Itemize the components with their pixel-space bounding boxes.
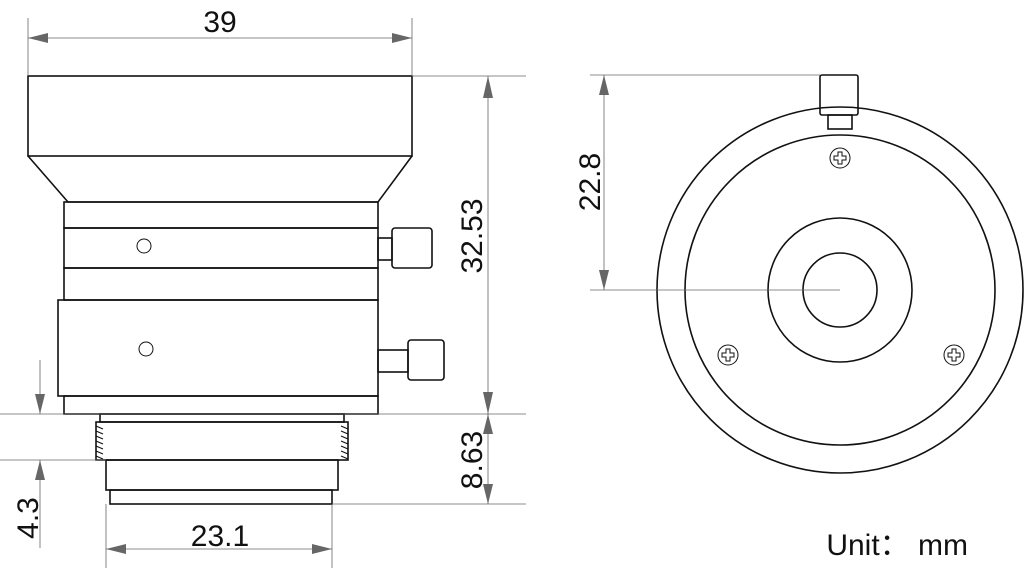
mount-length-dimension-label: 8.63 [456, 431, 489, 489]
side-dimensions: 39 32.53 8.63 4.3 23.1 [0, 6, 526, 568]
thread-tick [340, 450, 349, 455]
thread-tick [95, 430, 104, 435]
focus-lock-screw-stem [377, 237, 393, 261]
thread-tick [95, 435, 104, 440]
thread-tick [95, 450, 104, 455]
phillips-screw-icon [943, 344, 965, 366]
unit-label: Unit： mm [826, 529, 968, 562]
thread-tick [95, 455, 104, 460]
focus-ring [63, 201, 379, 229]
focus-lock-screw [391, 227, 433, 269]
mount-neck [99, 413, 345, 423]
back-focus-dimension-label: 4.3 [12, 497, 45, 539]
iris-lock-screw-stem [377, 349, 409, 373]
thread-tick [340, 445, 349, 450]
mount-rear [109, 489, 333, 505]
thread-tick [95, 440, 104, 445]
iris-ring [57, 299, 379, 397]
front-view [656, 74, 1024, 474]
phillips-screw-icon [829, 147, 851, 169]
thread-tick [95, 445, 104, 450]
offset-dimension-label: 22.8 [574, 153, 607, 211]
iris-lock-screw [407, 339, 445, 381]
base-flange [63, 395, 379, 415]
focus-marker-dot [136, 238, 152, 254]
mount-thread [95, 421, 349, 461]
mount-body [105, 459, 339, 491]
phillips-screw-icon [717, 344, 739, 366]
thread-tick [95, 425, 104, 430]
lens-hood [27, 75, 413, 157]
ring-step [63, 267, 379, 301]
top-lock-screw-base [827, 114, 853, 130]
thread-diameter-dimension-label: 23.1 [191, 520, 249, 553]
width-dimension-label: 39 [203, 6, 236, 39]
thread-tick [340, 455, 349, 460]
thread-ticks [95, 425, 349, 460]
side-view [27, 75, 445, 505]
iris-marker-dot [138, 341, 154, 357]
top-lock-screw [819, 74, 859, 116]
thread-tick [340, 440, 349, 445]
focus-ring-body [63, 227, 379, 269]
height-dimension-label: 32.53 [456, 198, 489, 273]
front-dimensions: 22.8 [574, 74, 840, 291]
lens-taper [27, 155, 413, 203]
thread-tick [340, 425, 349, 430]
thread-tick [340, 435, 349, 440]
thread-tick [340, 430, 349, 435]
